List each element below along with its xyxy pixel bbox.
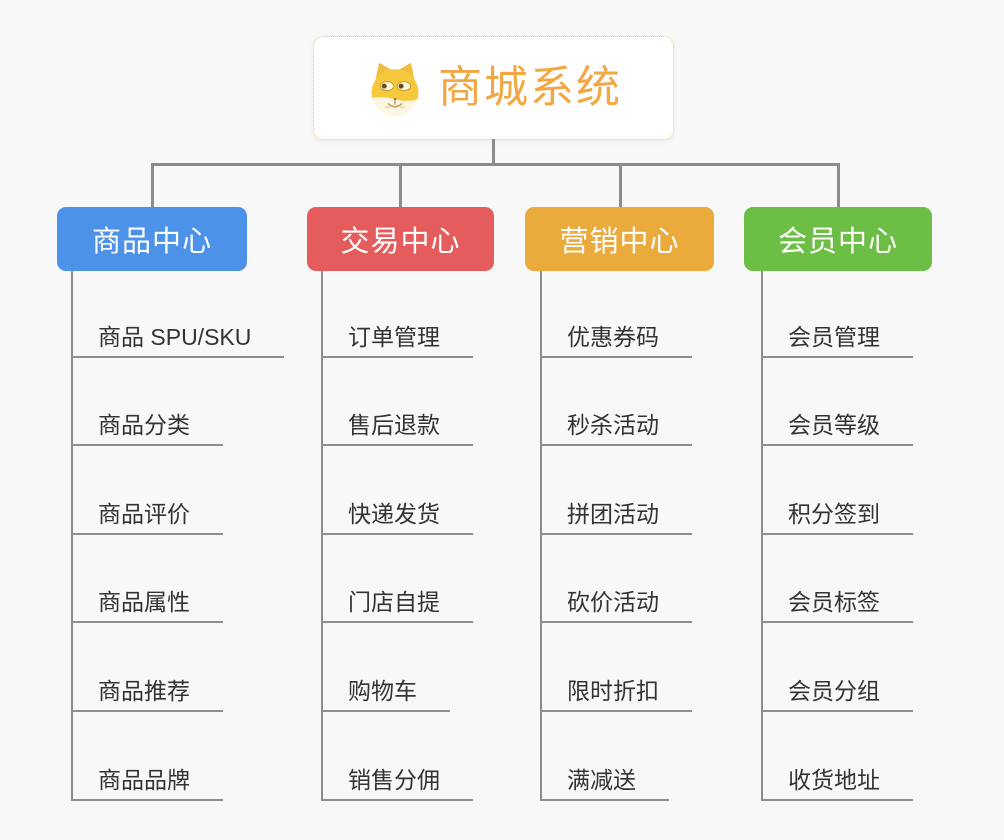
sub-node-label: 优惠券码 bbox=[567, 324, 659, 350]
sub-node-label: 拼团活动 bbox=[567, 501, 659, 527]
sub-node[interactable]: 会员管理 bbox=[761, 319, 913, 358]
sub-node-label: 积分签到 bbox=[788, 501, 880, 527]
sub-node-label: 商品属性 bbox=[98, 589, 190, 615]
branch-node-label: 商品中心 bbox=[91, 226, 212, 258]
sub-node[interactable]: 购物车 bbox=[321, 673, 450, 712]
sub-node[interactable]: 商品分类 bbox=[71, 407, 223, 446]
branch-node-3[interactable]: 会员中心 bbox=[744, 207, 932, 271]
sub-node[interactable]: 售后退款 bbox=[321, 407, 473, 446]
branch-drop-line-2 bbox=[619, 163, 622, 209]
branch-drop-line-3 bbox=[837, 163, 840, 209]
sub-node-label: 会员等级 bbox=[788, 412, 880, 438]
branch-node-1[interactable]: 交易中心 bbox=[307, 207, 494, 271]
branch-node-2[interactable]: 营销中心 bbox=[525, 207, 714, 271]
sub-node[interactable]: 满减送 bbox=[540, 762, 669, 801]
branch-drop-line-1 bbox=[399, 163, 402, 209]
sub-node-label: 商品品牌 bbox=[98, 767, 190, 793]
sub-node-label: 商品分类 bbox=[98, 412, 190, 438]
sub-node[interactable]: 商品品牌 bbox=[71, 762, 223, 801]
sub-node[interactable]: 会员标签 bbox=[761, 584, 913, 623]
branch-node-0[interactable]: 商品中心 bbox=[57, 207, 247, 271]
sub-node-label: 收货地址 bbox=[788, 767, 880, 793]
sub-node-label: 会员分组 bbox=[788, 678, 880, 704]
sub-node[interactable]: 收货地址 bbox=[761, 762, 913, 801]
sub-node-label: 商品推荐 bbox=[98, 678, 190, 704]
root-stem-line bbox=[492, 139, 495, 166]
sub-node-label: 满减送 bbox=[567, 767, 636, 793]
sub-node[interactable]: 限时折扣 bbox=[540, 673, 692, 712]
horizontal-bar-line bbox=[151, 163, 840, 166]
sub-node[interactable]: 商品属性 bbox=[71, 584, 223, 623]
sub-node-label: 销售分佣 bbox=[348, 767, 440, 793]
sub-node-label: 购物车 bbox=[348, 678, 417, 704]
branch-drop-line-0 bbox=[151, 163, 154, 209]
branch-node-label: 会员中心 bbox=[777, 226, 898, 258]
doge-icon bbox=[371, 62, 419, 117]
sub-node[interactable]: 销售分佣 bbox=[321, 762, 473, 801]
sub-node[interactable]: 会员等级 bbox=[761, 407, 913, 446]
branch-column-line bbox=[321, 271, 323, 801]
sub-node-label: 会员标签 bbox=[788, 589, 880, 615]
sub-node-label: 限时折扣 bbox=[567, 678, 659, 704]
sub-node[interactable]: 会员分组 bbox=[761, 673, 913, 712]
sub-node[interactable]: 商品 SPU/SKU bbox=[71, 319, 285, 358]
sub-node[interactable]: 积分签到 bbox=[761, 496, 913, 535]
sub-node-label: 商品评价 bbox=[98, 501, 190, 527]
branch-column-line bbox=[540, 271, 542, 801]
root-node[interactable]: 商城系统 bbox=[313, 36, 674, 140]
sub-node[interactable]: 商品评价 bbox=[71, 496, 223, 535]
sub-node-label: 秒杀活动 bbox=[567, 412, 659, 438]
sub-node-label: 售后退款 bbox=[348, 412, 440, 438]
branch-node-label: 交易中心 bbox=[340, 226, 461, 258]
sub-node[interactable]: 门店自提 bbox=[321, 584, 473, 623]
root-node-label: 商城系统 bbox=[438, 63, 622, 112]
sub-node[interactable]: 商品推荐 bbox=[71, 673, 223, 712]
sub-node[interactable]: 秒杀活动 bbox=[540, 407, 692, 446]
sub-node-label: 订单管理 bbox=[348, 324, 440, 350]
sub-node-label: 快递发货 bbox=[348, 501, 440, 527]
sub-node[interactable]: 拼团活动 bbox=[540, 496, 692, 535]
sub-node[interactable]: 订单管理 bbox=[321, 319, 473, 358]
sub-node-label: 门店自提 bbox=[348, 589, 440, 615]
sub-node-label: 商品 SPU/SKU bbox=[98, 324, 252, 350]
branch-column-line bbox=[71, 271, 73, 801]
sub-node-label: 会员管理 bbox=[788, 324, 880, 350]
branch-node-label: 营销中心 bbox=[559, 226, 680, 258]
branch-column-line bbox=[761, 271, 763, 801]
sub-node[interactable]: 砍价活动 bbox=[540, 584, 692, 623]
sub-node[interactable]: 优惠券码 bbox=[540, 319, 692, 358]
sub-node-label: 砍价活动 bbox=[567, 589, 659, 615]
sub-node[interactable]: 快递发货 bbox=[321, 496, 473, 535]
